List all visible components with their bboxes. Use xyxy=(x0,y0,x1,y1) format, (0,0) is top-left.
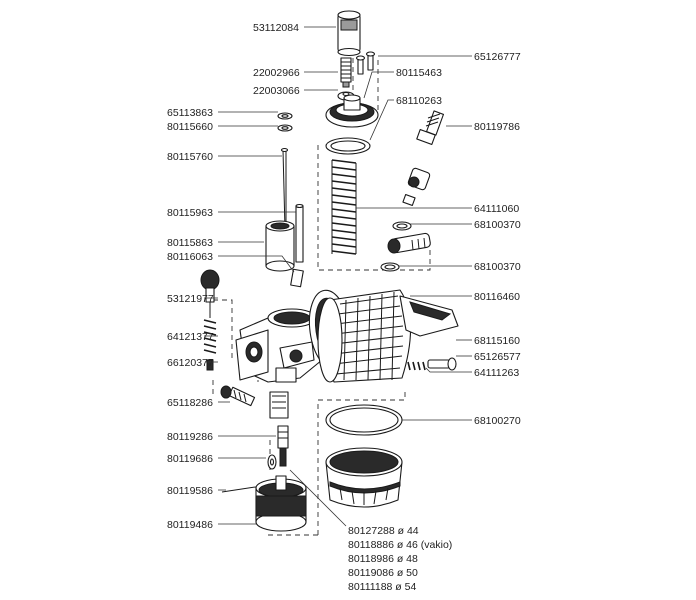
small-washers xyxy=(277,112,293,132)
banjo-fitting xyxy=(402,110,445,207)
idle-screw xyxy=(407,357,457,371)
part-label: 68100270 xyxy=(474,415,521,427)
part-label: 80115660 xyxy=(167,121,213,133)
float xyxy=(255,475,307,532)
needle-clip xyxy=(290,268,304,288)
part-label: 64121377 xyxy=(167,331,214,343)
cover-gasket xyxy=(325,137,371,155)
part-label: 80119686 xyxy=(167,453,213,465)
part-label: 80111188 ø 54 xyxy=(348,581,416,593)
float-needle-housing xyxy=(269,391,289,419)
main-jet xyxy=(277,425,289,467)
part-label: 80115463 xyxy=(396,67,442,79)
float-pin xyxy=(221,485,263,493)
part-label: 65118286 xyxy=(167,397,213,409)
part-label: 65113863 xyxy=(167,107,213,119)
part-label: 80119586 xyxy=(167,485,213,497)
air-filter xyxy=(317,289,459,383)
part-label: 80115963 xyxy=(167,207,213,219)
adjusting-screw xyxy=(340,57,352,88)
part-label: 80118986 ø 48 xyxy=(348,553,418,565)
jet-washer xyxy=(267,454,277,470)
part-label: 80116460 xyxy=(474,291,520,303)
mounting-screw xyxy=(220,385,256,407)
part-label: 65126777 xyxy=(474,51,521,63)
part-label: 22003066 xyxy=(253,85,300,97)
part-label: 64111263 xyxy=(474,367,519,379)
part-label: 66120377 xyxy=(167,357,214,369)
part-label: 80118886 ø 46 (vakio) xyxy=(348,539,452,551)
part-label: 80127288 ø 44 xyxy=(348,525,419,537)
jet-needle xyxy=(280,147,289,231)
part-label: 53121977 xyxy=(167,293,214,305)
part-label: 80115863 xyxy=(167,237,213,249)
cover-screws xyxy=(355,51,376,75)
fuel-inlet-fitting xyxy=(387,232,431,254)
bowl-gasket xyxy=(325,404,403,436)
part-label: 68115160 xyxy=(474,335,520,347)
part-label: 68100370 xyxy=(474,261,521,273)
leader-lines xyxy=(204,26,472,527)
part-label: 65126577 xyxy=(474,351,521,363)
float-bowl xyxy=(325,447,403,508)
part-label: 80115760 xyxy=(167,151,213,163)
part-label: 80119286 xyxy=(167,431,213,443)
part-label: 68100370 xyxy=(474,219,521,231)
part-label: 80116063 xyxy=(167,251,213,263)
slide-spring xyxy=(331,159,357,255)
o-ring-lower-inner xyxy=(384,264,396,270)
top-cover xyxy=(325,94,379,128)
top-cap xyxy=(337,10,361,57)
throttle-slide xyxy=(265,220,295,272)
choke-pin xyxy=(206,359,214,371)
part-label: 80119486 xyxy=(167,519,213,531)
o-ring-upper-inner xyxy=(396,223,408,229)
part-label: 22002966 xyxy=(253,67,300,79)
part-label: 80119086 ø 50 xyxy=(348,567,418,579)
choke-spring xyxy=(203,319,217,354)
part-label: 64111060 xyxy=(474,203,519,215)
part-labels: 53112084 65126777 22002966 80115463 2200… xyxy=(167,22,521,593)
part-label: 53112084 xyxy=(253,22,299,34)
choke-plunger xyxy=(200,269,220,318)
part-label: 80119786 xyxy=(474,121,520,133)
guide-tube xyxy=(295,203,304,263)
part-label: 68110263 xyxy=(396,95,442,107)
